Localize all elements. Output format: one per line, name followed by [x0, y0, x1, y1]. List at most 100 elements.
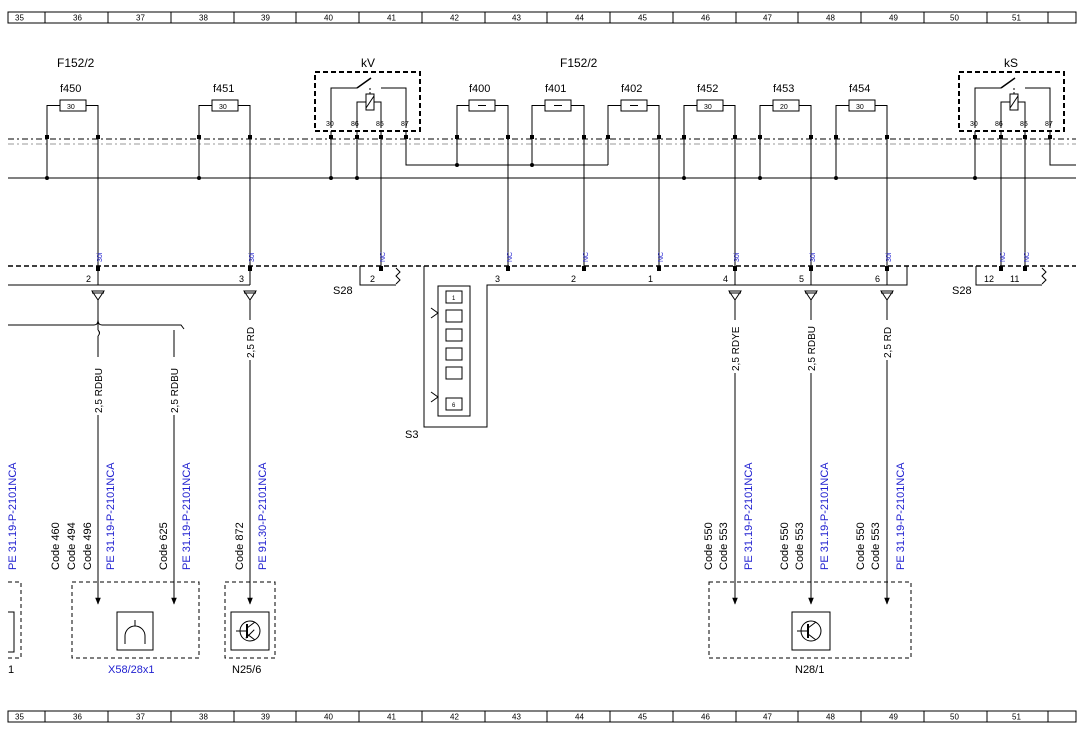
ruler-col: 49 — [889, 14, 898, 23]
fuse-label: f402 — [621, 83, 642, 95]
s28-spring — [395, 267, 401, 285]
fuse-f451: f451 30 — [197, 83, 251, 285]
code-line: Code 553 — [870, 522, 882, 570]
fuse-rating: 30 — [856, 104, 864, 111]
code-line: Code 550 — [855, 522, 867, 570]
wire-label: 2,5 RDYE — [731, 326, 742, 371]
component-label: 1 — [8, 664, 14, 676]
ruler-col: 40 — [324, 713, 333, 722]
pin-number: 3 — [239, 274, 244, 284]
component-label[interactable]: X58/28x1 — [108, 664, 154, 676]
ruler-col: 45 — [638, 14, 647, 23]
fuse-label: f452 — [697, 83, 718, 95]
relay-output-bus — [405, 130, 608, 166]
terminal-tag: 30i — [249, 252, 256, 262]
ruler-col: 42 — [450, 14, 459, 23]
ruler-col: 37 — [136, 713, 145, 722]
wire-label: 2,5 RD — [246, 327, 257, 358]
terminal-tag: NC — [658, 252, 665, 262]
relay-pin: 86 — [995, 121, 1003, 128]
fuse-f401: f401 — [531, 83, 585, 268]
code-ref-link[interactable]: PE 31.19-P-2101NCA — [105, 462, 117, 570]
fuse-group-label: F152/2 — [560, 56, 598, 70]
code-line: Code 553 — [794, 522, 806, 570]
ruler-col: 45 — [638, 713, 647, 722]
ruler-col: 51 — [1012, 713, 1021, 722]
code-ref-link[interactable]: PE 91.30-P-2101NCA — [257, 462, 269, 570]
code-ref-link[interactable]: PE 31.19-P-2101NCA — [181, 462, 193, 570]
relay-pin: 30 — [970, 121, 978, 128]
connector-label: S28 — [952, 285, 972, 297]
fuse-f452: f452 30 — [682, 83, 736, 285]
relay-pin: 87 — [401, 121, 409, 128]
switch-s3: 1 6 — [423, 266, 908, 428]
ruler-col: 46 — [701, 713, 710, 722]
switch-position: 6 — [452, 403, 456, 409]
relay-pin: 86 — [351, 121, 359, 128]
wire-label: 2,5 RDBU — [170, 368, 181, 413]
fuse-label: f454 — [849, 83, 870, 95]
pin-number: 4 — [723, 274, 728, 284]
code-line: Code 496 — [82, 522, 94, 570]
fuse-label: f401 — [545, 83, 566, 95]
ruler-col: 43 — [512, 713, 521, 722]
code-line: Code 553 — [718, 522, 730, 570]
ruler-col: 38 — [199, 713, 208, 722]
ruler-col: 41 — [387, 14, 396, 23]
code-line: Code 625 — [158, 522, 170, 570]
pin-number: 12 — [984, 274, 994, 284]
edge-ref: PE 31.19-P-2101NCA — [7, 462, 19, 570]
terminal-tag: NC — [1000, 252, 1007, 262]
ruler-col: 40 — [324, 14, 333, 23]
relay-pin: 87 — [1045, 121, 1053, 128]
fuse-f400: f400 — [456, 83, 509, 268]
connector-pins: 2 3 2 3 2 1 4 5 6 12 11 — [86, 274, 1019, 284]
fuse-rating: 30 — [219, 104, 227, 111]
fuse-f454: f454 30 — [834, 83, 888, 285]
s28-spring — [1041, 267, 1047, 285]
fuse-label: f450 — [60, 83, 81, 95]
lower-terminal-markers — [96, 266, 1027, 271]
relay-pin: 85 — [1020, 121, 1028, 128]
s28-housing — [359, 266, 396, 286]
pin-number: 2 — [571, 274, 576, 284]
wire-labels: 2,5 RDBU 2,5 RDBU 2,5 RD 2,5 RDYE 2,5 RD… — [92, 320, 894, 415]
ruler-col: 39 — [261, 14, 270, 23]
pin-number: 2 — [86, 274, 91, 284]
ruler-col: 50 — [950, 713, 959, 722]
fuse-f450: f450 30 — [45, 83, 99, 285]
wire-label: 2,5 RDBU — [807, 326, 818, 371]
wire-label: 2,5 RDBU — [94, 368, 105, 413]
relay-ks: kS 30 86 85 87 — [958, 56, 1065, 132]
ruler-col: 43 — [512, 14, 521, 23]
pin-number: 11 — [1010, 274, 1019, 284]
fuse-rating: 30 — [704, 104, 712, 111]
wire-label: 2,5 RD — [883, 327, 894, 358]
connector-label: S28 — [333, 285, 353, 297]
pin-number: 3 — [495, 274, 500, 284]
code-line: Code 460 — [50, 522, 62, 570]
terminal-markers — [45, 135, 1052, 139]
pin-number: 2 — [370, 274, 375, 284]
fuse-rating: 20 — [780, 104, 788, 111]
fuse-label: f451 — [213, 83, 234, 95]
fuse-label: f400 — [469, 83, 490, 95]
ruler-col: 42 — [450, 713, 459, 722]
code-line: Code 550 — [703, 522, 715, 570]
ruler-col: 35 — [15, 713, 24, 722]
s28-housing — [975, 266, 1042, 286]
terminal-tag: NC — [1024, 252, 1031, 262]
ruler-col: 47 — [763, 14, 772, 23]
terminal-tag: 30i — [810, 252, 817, 262]
code-line: Code 494 — [66, 522, 78, 570]
pin-number: 1 — [648, 274, 653, 284]
ruler-col: 44 — [575, 14, 584, 23]
terminal-tag: 30i — [886, 252, 893, 262]
code-ref-link[interactable]: PE 31.19-P-2101NCA — [743, 462, 755, 570]
code-ref-link[interactable]: PE 31.19-P-2101NCA — [895, 462, 907, 570]
wire-brace — [8, 319, 185, 330]
code-notes: PE 31.19-P-2101NCA Code 460 Code 494 Cod… — [7, 462, 907, 570]
component-x58: X58/28x1 — [71, 581, 200, 676]
code-ref-link[interactable]: PE 31.19-P-2101NCA — [819, 462, 831, 570]
